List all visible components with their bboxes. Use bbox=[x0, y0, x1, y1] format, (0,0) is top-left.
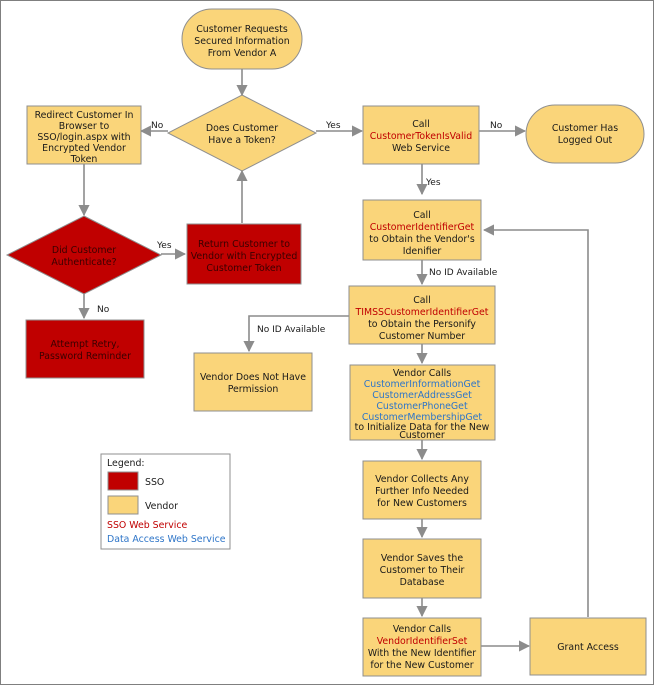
label-no-auth: No bbox=[97, 305, 110, 315]
node-customer-logged-out: Customer Has Logged Out bbox=[525, 104, 645, 164]
label-no-id-available-1: No ID Available bbox=[429, 268, 498, 278]
svg-text:Encrypted Vendor: Encrypted Vendor bbox=[42, 143, 126, 154]
svg-text:Did Customer: Did Customer bbox=[52, 245, 116, 256]
svg-text:Redirect Customer In: Redirect Customer In bbox=[35, 110, 134, 121]
decision-did-authenticate: Did Customer Authenticate? bbox=[5, 215, 163, 295]
node-vendor-identifier-set: Vendor Calls VendorIdentifierSet With th… bbox=[362, 617, 482, 677]
service-customer-phone-get: CustomerPhoneGet bbox=[376, 401, 468, 412]
service-customer-information-get: CustomerInformationGet bbox=[364, 379, 481, 390]
label-no-token: No bbox=[151, 121, 164, 131]
legend-data-access-web-service: Data Access Web Service bbox=[107, 534, 226, 545]
node-call-timss-identifier-get: Call TIMSSCustomerIdentifierGet to Obtai… bbox=[348, 285, 496, 345]
node-vendor-collects: Vendor Collects Any Further Info Needed … bbox=[362, 460, 482, 520]
node-call-token-is-valid: Call CustomerTokenIsValid Web Service bbox=[362, 105, 480, 165]
svg-text:to Obtain the Personify: to Obtain the Personify bbox=[368, 319, 476, 330]
svg-text:Vendor Calls: Vendor Calls bbox=[393, 368, 451, 379]
service-customer-token-is-valid: CustomerTokenIsValid bbox=[370, 131, 472, 142]
service-customer-membership-get: CustomerMembershipGet bbox=[362, 412, 483, 423]
svg-text:Call: Call bbox=[413, 210, 431, 221]
svg-text:Idenifier: Idenifier bbox=[403, 246, 442, 257]
svg-text:Authenticate?: Authenticate? bbox=[51, 257, 116, 268]
label-yes-token: Yes bbox=[325, 121, 341, 131]
svg-text:Call: Call bbox=[413, 295, 431, 306]
svg-text:Customer: Customer bbox=[399, 430, 445, 441]
svg-text:Vendor Saves the: Vendor Saves the bbox=[381, 553, 463, 564]
legend-title: Legend: bbox=[107, 458, 145, 469]
node-vendor-saves: Vendor Saves the Customer to Their Datab… bbox=[362, 538, 482, 599]
service-customer-identifier-get: CustomerIdentifierGet bbox=[370, 222, 475, 233]
legend: Legend: SSO Vendor SSO Web Service Data … bbox=[100, 453, 231, 550]
svg-text:Further Info Needed: Further Info Needed bbox=[375, 486, 469, 497]
svg-text:Customer Token: Customer Token bbox=[206, 263, 281, 274]
edge-labels: No Yes No Yes Yes No No ID Available No … bbox=[97, 121, 503, 335]
svg-text:Token: Token bbox=[70, 154, 98, 165]
svg-text:Web Service: Web Service bbox=[392, 143, 450, 154]
svg-text:Vendor Calls: Vendor Calls bbox=[393, 624, 451, 635]
svg-text:for New Customers: for New Customers bbox=[377, 498, 467, 509]
node-attempt-retry: Attempt Retry, Password Reminder bbox=[25, 319, 145, 379]
label-no-id-available-2: No ID Available bbox=[257, 325, 326, 335]
svg-text:Vendor with Encrypted: Vendor with Encrypted bbox=[191, 251, 298, 262]
svg-text:Vendor Does Not Have: Vendor Does Not Have bbox=[200, 372, 306, 383]
service-customer-address-get: CustomerAddressGet bbox=[372, 390, 472, 401]
service-timss-customer-identifier-get: TIMSSCustomerIdentifierGet bbox=[355, 307, 489, 318]
node-grant-access: Grant Access bbox=[529, 617, 647, 676]
svg-text:Customer to Their: Customer to Their bbox=[380, 565, 465, 576]
legend-sso-swatch bbox=[107, 471, 139, 491]
svg-text:Secured Information: Secured Information bbox=[194, 36, 289, 47]
label-yes-auth: Yes bbox=[156, 241, 172, 251]
label-no-valid: No bbox=[490, 121, 503, 131]
decision-has-token: Does Customer Have a Token? bbox=[166, 94, 318, 172]
edge-no-id-2 bbox=[243, 315, 361, 353]
legend-sso-web-service: SSO Web Service bbox=[107, 520, 188, 531]
svg-text:Attempt Retry,: Attempt Retry, bbox=[50, 339, 119, 350]
node-no-permission: Vendor Does Not Have Permission bbox=[193, 352, 313, 412]
node-redirect-customer: Redirect Customer In Browser to SSO/logi… bbox=[26, 105, 142, 165]
svg-text:Customer Has: Customer Has bbox=[552, 123, 618, 134]
svg-text:Vendor Collects Any: Vendor Collects Any bbox=[375, 474, 469, 485]
service-vendor-identifier-set: VendorIdentifierSet bbox=[377, 636, 468, 647]
svg-text:From Vendor A: From Vendor A bbox=[208, 48, 277, 59]
svg-text:SSO/login.aspx with: SSO/login.aspx with bbox=[37, 132, 130, 143]
legend-vendor-label: Vendor bbox=[145, 501, 178, 512]
svg-text:Database: Database bbox=[400, 577, 445, 588]
svg-text:Logged Out: Logged Out bbox=[558, 135, 613, 146]
label-yes-valid: Yes bbox=[425, 178, 441, 188]
svg-text:Customer Number: Customer Number bbox=[379, 331, 465, 342]
node-customer-requests: Customer Requests Secured Information Fr… bbox=[181, 8, 303, 70]
svg-text:Grant Access: Grant Access bbox=[557, 642, 619, 653]
node-return-customer: Return Customer to Vendor with Encrypted… bbox=[186, 223, 302, 285]
edge-grant-loop bbox=[482, 224, 589, 617]
svg-text:Call: Call bbox=[412, 119, 430, 130]
svg-text:for the New Customer: for the New Customer bbox=[370, 660, 473, 671]
svg-text:With the New Identifier: With the New Identifier bbox=[368, 648, 476, 659]
node-vendor-calls-data-services: Vendor Calls CustomerInformationGet Cust… bbox=[349, 364, 496, 441]
svg-text:to Initialize Data for the New: to Initialize Data for the New bbox=[355, 422, 490, 433]
svg-text:Permission: Permission bbox=[228, 384, 279, 395]
svg-text:Customer Requests: Customer Requests bbox=[196, 24, 288, 35]
svg-text:Have a Token?: Have a Token? bbox=[208, 135, 275, 146]
svg-text:to Obtain the Vendor's: to Obtain the Vendor's bbox=[369, 234, 475, 245]
legend-vendor-swatch bbox=[107, 495, 139, 515]
svg-text:Return Customer to: Return Customer to bbox=[198, 239, 290, 250]
node-call-customer-identifier-get: Call CustomerIdentifierGet to Obtain the… bbox=[362, 199, 482, 261]
edges bbox=[78, 69, 589, 652]
svg-text:Password Reminder: Password Reminder bbox=[39, 351, 131, 362]
legend-sso-label: SSO bbox=[145, 477, 164, 488]
svg-text:Browser to: Browser to bbox=[59, 121, 110, 132]
svg-text:Does Customer: Does Customer bbox=[206, 123, 278, 134]
